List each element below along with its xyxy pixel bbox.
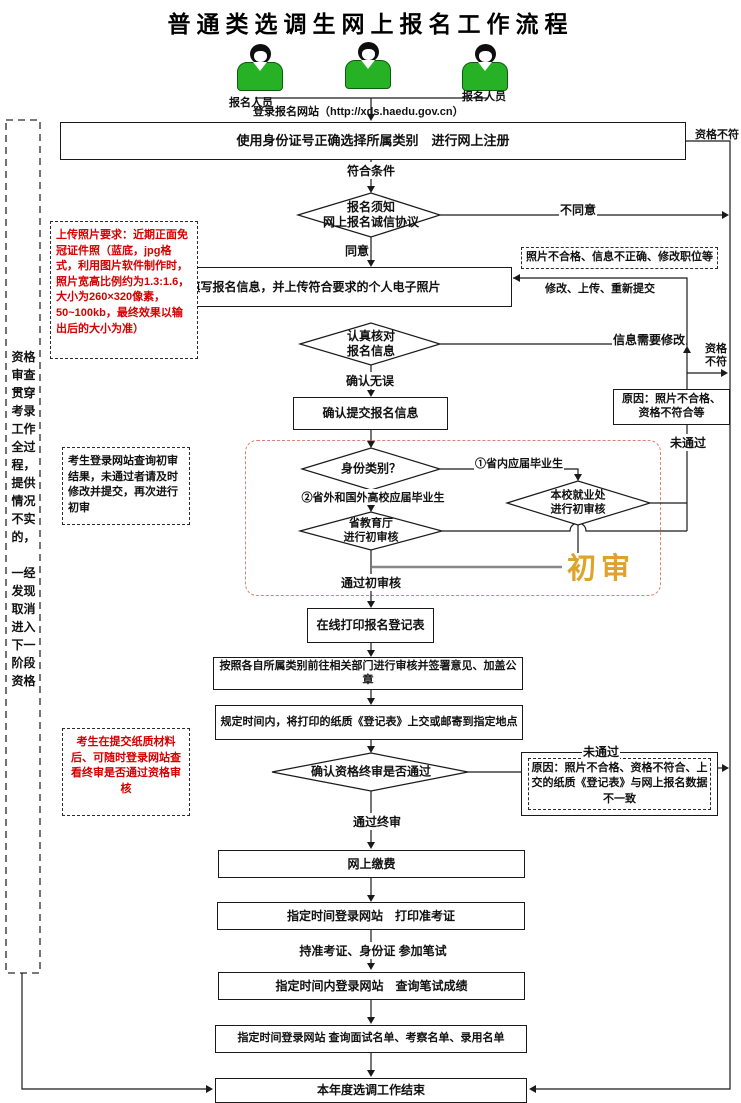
note-first-check: 考生登录网站查询初审结果，未通过者请及时修改并提交，再次进行初审 — [62, 447, 190, 525]
side-bracket-text: 资格 审查 贯穿 考录 工作 全过 程， 提供 情况 不实 的， 一经 发现 取… — [9, 348, 38, 690]
flow-box-query-score: 指定时间内登录网站 查询笔试成绩 — [218, 972, 525, 1000]
person-head — [474, 44, 496, 64]
reason-first-box: 原因：照片不合格、 资格不符合等 — [613, 389, 730, 425]
diamond-notice — [295, 192, 442, 238]
photo-issue-note: 照片不合格、信息不正确、修改职位等 — [521, 247, 718, 269]
note-final-check: 考生在提交纸质材料后、可随时登录网站查看终审是否通过资格审核 — [62, 728, 190, 816]
edge-label-category-in-province: ①省内应届毕业生 — [474, 455, 564, 471]
edge-label-confirm-ok: 确认无误 — [344, 372, 396, 389]
diamond-edu-audit — [297, 511, 445, 551]
side-bracket-rect — [5, 119, 41, 974]
edge-label-pass-final: 通过终审 — [351, 813, 403, 830]
login-site-label: 登录报名网站（http://xds.haedu.gov.cn） — [253, 106, 464, 118]
flow-box-register: 使用身份证号正确选择所属类别 进行网上注册 — [60, 122, 686, 160]
decision-edu-audit-text: 省教育厅 进行初审核 — [343, 517, 399, 543]
edge-label-fail-final: 未通过 — [581, 743, 621, 760]
applicant-icon-left — [237, 44, 283, 91]
flow-box-end: 本年度选调工作结束 — [215, 1078, 527, 1103]
applicant-icon-middle — [345, 42, 391, 89]
edge-label-agree: 同意 — [343, 242, 371, 259]
person-torso — [462, 62, 508, 91]
edge-bracket-to-end — [21, 973, 207, 1090]
edge-label-top-right-zige: 资格不符 — [695, 129, 739, 141]
person-head — [249, 44, 271, 64]
person-right-label: 报名人员 — [462, 91, 506, 103]
decision-final-audit-text: 确认资格终审是否通过 — [310, 764, 432, 779]
person-torso — [237, 62, 283, 91]
decision-check-text: 认真核对 报名信息 — [346, 329, 396, 358]
flow-box-query-lists: 指定时间登录网站 查询面试名单、考察名单、录用名单 — [215, 1025, 527, 1053]
flow-box-print-ticket: 指定时间登录网站 打印准考证 — [217, 902, 525, 930]
edge-edu-fail-hop — [442, 522, 687, 532]
person-head — [357, 42, 379, 62]
flow-box-mail-form: 规定时间内，将打印的纸质《登记表》上交或邮寄到指定地点 — [215, 705, 523, 740]
diamond-final-audit — [271, 752, 469, 792]
page-title: 普通类选调生网上报名工作流程 — [167, 11, 574, 38]
edge-label-resubmit: 修改、上传、重新提交 — [544, 280, 656, 296]
first-review-watermark: 初审 — [567, 553, 636, 585]
edge-label-fail-first: 未通过 — [668, 434, 708, 451]
diamond-identity — [299, 447, 443, 491]
reason-final-box: 原因：照片不合格、资格不符合、上交的纸质《登记表》与网上报名数据不一致 — [521, 752, 718, 816]
flow-box-submit-info: 确认提交报名信息 — [293, 397, 448, 430]
diamond-shapes — [271, 192, 653, 792]
diamond-school-audit — [504, 480, 653, 526]
edge-label-take-exam: 持准考证、身份证 参加笔试 — [298, 942, 448, 959]
decision-notice-text: 报名须知 网上报名诚信协议 — [322, 200, 420, 229]
edge-label-disagree: 不同意 — [558, 201, 598, 218]
person-torso — [345, 60, 391, 89]
edge-outer-right — [534, 140, 731, 1090]
flow-box-pay: 网上缴费 — [218, 850, 525, 878]
first-review-region — [245, 440, 661, 596]
decision-school-audit-text: 本校就业处 进行初审核 — [550, 489, 606, 515]
reason-final-text: 原因：照片不合格、资格不符合、上交的纸质《登记表》与网上报名数据不一致 — [528, 758, 711, 811]
flow-box-print-form: 在线打印报名登记表 — [307, 608, 434, 643]
edge-label-pass-first: 通过初审核 — [339, 574, 403, 591]
edge-label-category-out-province: ②省外和国外高校应届毕业生 — [300, 489, 446, 505]
side-bracket-lines — [5, 119, 562, 1090]
edge-label-info-modify: 信息需要修改 — [611, 331, 687, 348]
edge-label-zige-bufu: 资格 不符 — [704, 343, 728, 369]
decision-identity-text: 身份类别？ — [340, 461, 402, 476]
note-photo-requirements: 上传照片要求：近期正面免冠证件照（蓝底，jpg格式，利用图片软件制作时，照片宽高… — [50, 221, 198, 359]
flow-box-dept-audit: 按照各自所属类别前往相关部门进行审核并签署意见、加盖公章 — [213, 657, 523, 690]
arrowheads — [206, 114, 729, 1093]
diamond-check — [297, 322, 443, 366]
applicant-icon-right — [462, 44, 508, 91]
person-left-label: 报名人员 — [229, 97, 273, 109]
edge-label-meet: 符合条件 — [345, 162, 397, 179]
